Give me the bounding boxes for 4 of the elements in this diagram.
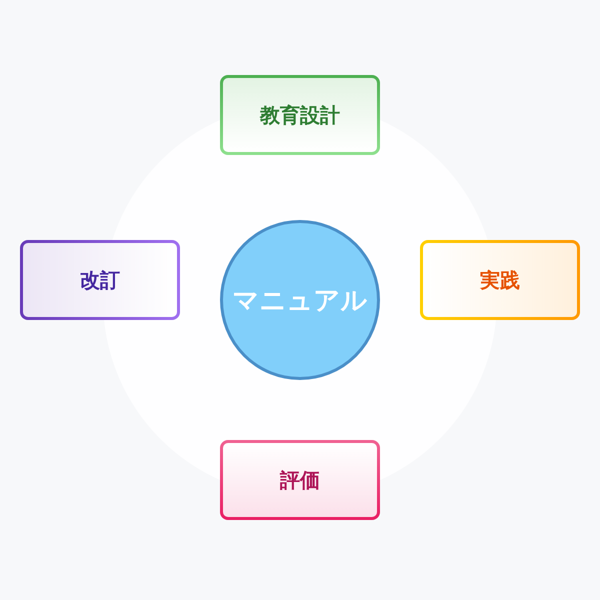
stage-box: 評価 <box>220 440 380 520</box>
stage-box: 改訂 <box>20 240 180 320</box>
stage-box: 実践 <box>420 240 580 320</box>
stage-box: 教育設計 <box>220 75 380 155</box>
